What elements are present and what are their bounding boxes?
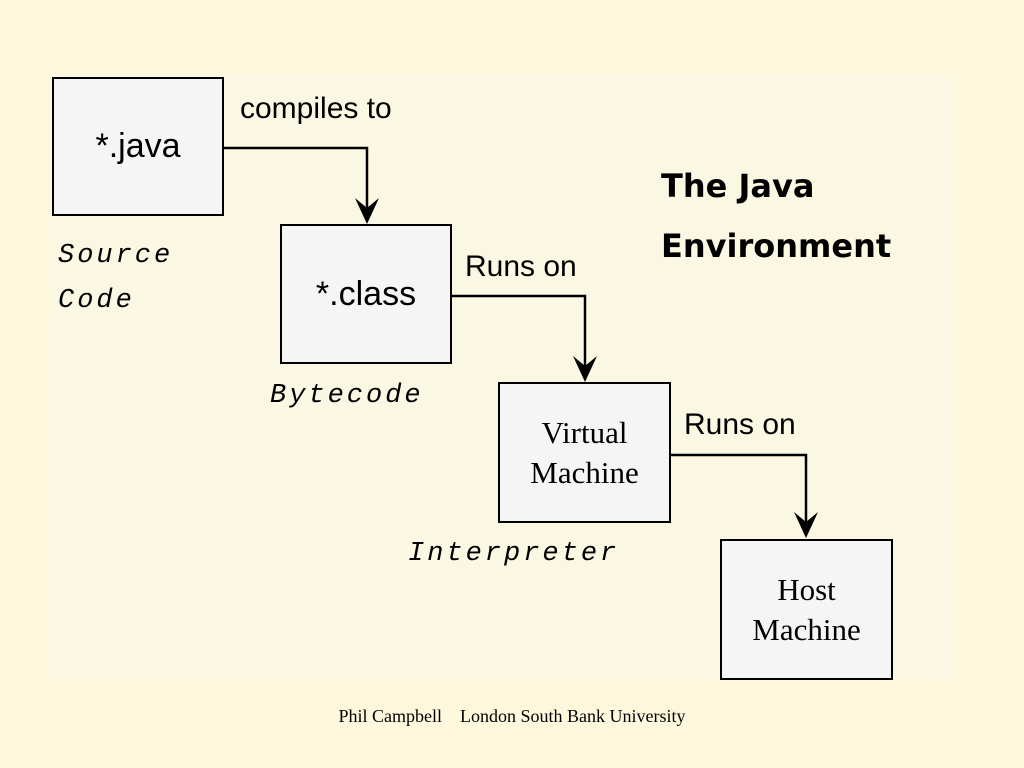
virtual-machine-box: Virtual Machine — [498, 382, 671, 523]
edge-compile-arrowhead — [355, 198, 379, 224]
edge-runs-on-vm-line — [452, 294, 587, 366]
interpreter-caption: Interpreter — [408, 539, 620, 569]
source-code-caption: Source Code — [58, 234, 173, 324]
edge-runs-on-vm-label: Runs on — [465, 250, 577, 283]
edge-compile-label: compiles to — [240, 92, 392, 125]
bytecode-box-label: *.class — [315, 274, 417, 313]
source-code-box-label: *.java — [95, 127, 181, 165]
diagram-title-line2: Environment — [661, 227, 892, 265]
host-machine-box: Host Machine — [720, 539, 893, 680]
footer: Phil Campbell London South Bank Universi… — [0, 706, 1024, 727]
edge-runs-on-host-line — [671, 453, 808, 522]
bytecode-box: *.class — [280, 224, 452, 364]
edge-runs-on-host-arrowhead — [794, 512, 818, 538]
virtual-machine-box-label-line2: Machine — [530, 454, 639, 490]
diagram-title: The Java Environment — [661, 156, 891, 276]
diagram-panel: *.java Source Code compiles to *.class B… — [50, 74, 956, 680]
source-code-caption-line1: Source — [58, 241, 174, 271]
footer-institution: London South Bank University — [460, 706, 686, 726]
diagram-title-line1: The Java — [661, 167, 815, 205]
edge-runs-on-vm-arrowhead — [573, 356, 597, 382]
connectors — [224, 146, 818, 538]
virtual-machine-box-label-line1: Virtual — [541, 414, 628, 450]
host-machine-box-label-line2: Machine — [752, 611, 861, 647]
host-machine-box-label-line1: Host — [777, 571, 836, 607]
source-code-box: *.java — [52, 77, 224, 216]
edge-compile-line — [224, 146, 369, 208]
bytecode-caption: Bytecode — [270, 381, 424, 411]
source-code-caption-line2: Code — [58, 286, 135, 316]
footer-author: Phil Campbell — [338, 706, 443, 726]
edge-runs-on-host-label: Runs on — [684, 408, 796, 441]
